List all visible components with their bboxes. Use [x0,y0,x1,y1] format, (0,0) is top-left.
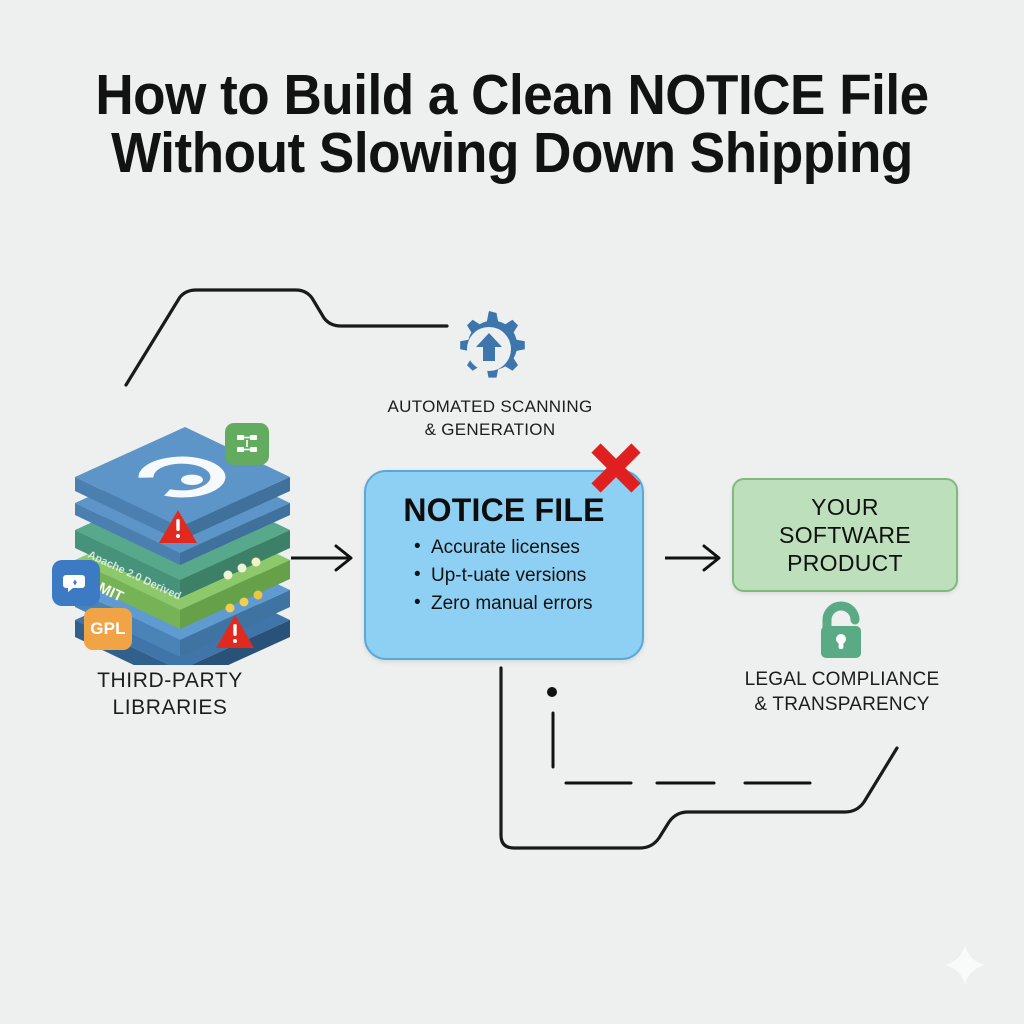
stack-status-dots [223,557,263,613]
page-title: How to Build a Clean NOTICE File Without… [0,66,1024,182]
red-x-icon [591,443,641,493]
decor-dot [547,687,557,697]
product-label-line-3: PRODUCT [787,550,903,577]
notice-file-bullet: Zero manual errors [414,589,593,618]
notice-file-bullet-list: Accurate licenses Up-t-uate versions Zer… [414,533,593,618]
wire-input-to-automation [124,288,449,387]
dependency-graph-icon [237,435,257,452]
notice-file-card: NOTICE FILE Accurate licenses Up-t-uate … [364,470,644,660]
notice-file-title: NOTICE FILE [403,492,605,528]
automation-caption-line-1: AUTOMATED SCANNING [387,397,593,416]
attribution-icon [63,575,85,592]
title-line-2: Without Slowing Down Shipping [111,121,913,186]
stack-caption-line-1: THIRD-PARTY [97,669,243,692]
stack-caption: THIRD-PARTY LIBRARIES [40,668,300,722]
compliance-caption-line-1: LEGAL COMPLIANCE [744,669,940,690]
product-label-line-2: SOFTWARE [779,522,911,549]
attribution-badge [52,560,100,606]
warning-triangle-icon-2 [216,615,254,648]
notice-file-bullet: Up-t-uate versions [414,561,593,590]
package-circle-icon [138,456,226,498]
title-line-1: How to Build a Clean NOTICE File [95,63,929,127]
sparkle-icon [945,945,985,985]
product-label-line-1: YOUR [811,494,879,520]
compliance-caption: LEGAL COMPLIANCE & TRANSPARENCY [712,668,972,717]
software-product-label: YOUR SOFTWARE PRODUCT [734,493,956,577]
software-product-card: YOUR SOFTWARE PRODUCT [732,478,958,592]
unlocked-padlock-icon [821,601,861,658]
compliance-caption-line-2: & TRANSPARENCY [754,693,930,715]
notice-file-bullet: Accurate licenses [414,533,593,562]
gear-upload-icon [460,311,525,378]
automation-caption: AUTOMATED SCANNING & GENERATION [370,396,610,442]
warning-triangle-icon-1 [159,510,197,543]
dependency-graph-badge [225,423,269,465]
automation-caption-line-2: & GENERATION [424,419,556,439]
stack-caption-line-2: LIBRARIES [112,695,228,719]
arrow-right-icon-notice-to-product [665,544,721,572]
gpl-license-badge: GPL [84,608,132,650]
